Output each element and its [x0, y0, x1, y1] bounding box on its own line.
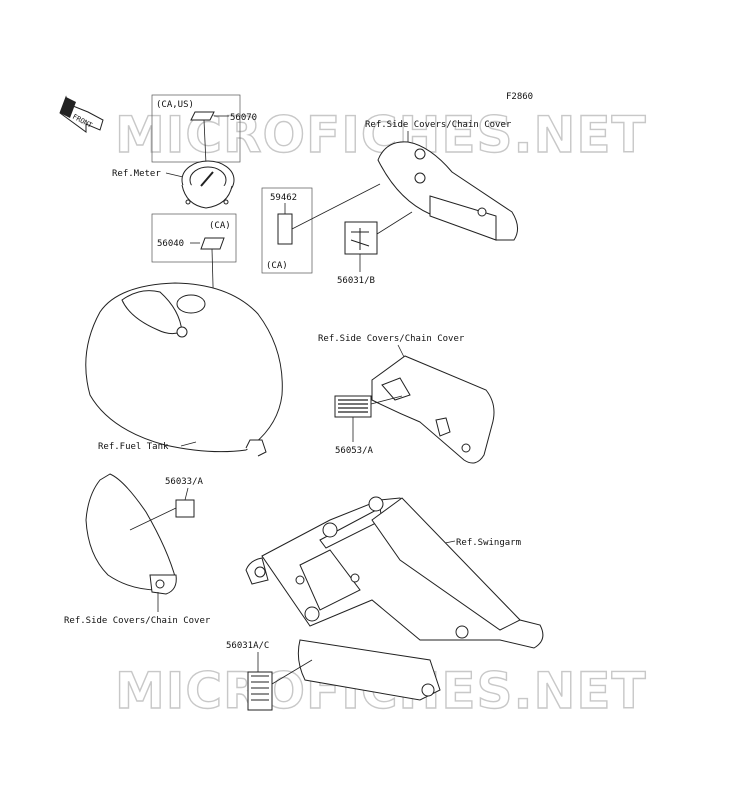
side-cover-bottom-part	[85, 473, 177, 595]
ref-meter-label: Ref.Meter	[112, 169, 161, 179]
label-decal-59462	[277, 213, 293, 245]
front-arrow-icon: FRONT	[59, 95, 104, 133]
ca-us-label: (CA,US)	[156, 100, 194, 110]
part-56031ac: 56031A/C	[226, 641, 269, 651]
part-56031b: 56031/B	[337, 276, 375, 286]
chain-cover-mid-part	[371, 355, 495, 464]
part-56070: 56070	[230, 113, 257, 123]
ref-fuel-tank-label: Ref.Fuel Tank	[98, 442, 169, 452]
meter-part	[181, 160, 235, 209]
label-decal-56031b	[344, 221, 378, 255]
label-decal-56031ac	[247, 671, 273, 711]
part-56033a: 56033/A	[165, 477, 204, 487]
label-decal-56033a	[175, 499, 195, 518]
fuel-tank-part	[85, 282, 283, 457]
ca-box-59462	[261, 187, 313, 274]
swingarm-part	[245, 496, 544, 701]
ca-label-59462: (CA)	[266, 261, 288, 271]
figure-code: F2860	[506, 92, 533, 102]
ref-swingarm-label: Ref.Swingarm	[456, 538, 521, 548]
part-56040: 56040	[157, 239, 184, 249]
label-decal-56040	[200, 237, 225, 250]
ca-box-56040	[151, 213, 237, 263]
label-decal-56070	[190, 111, 215, 121]
part-56053a: 56053/A	[335, 446, 374, 456]
ca-label-56040: (CA)	[209, 221, 231, 231]
ref-side-cover-top-label: Ref.Side Covers/Chain Cover	[365, 120, 512, 130]
ref-side-cover-mid-label: Ref.Side Covers/Chain Cover	[318, 334, 465, 344]
label-decal-56053a	[334, 395, 372, 418]
part-59462: 59462	[270, 193, 297, 203]
ref-side-cover-bottom-label: Ref.Side Covers/Chain Cover	[64, 616, 211, 626]
ca-us-box	[151, 94, 241, 163]
side-cover-top-part	[377, 141, 518, 241]
